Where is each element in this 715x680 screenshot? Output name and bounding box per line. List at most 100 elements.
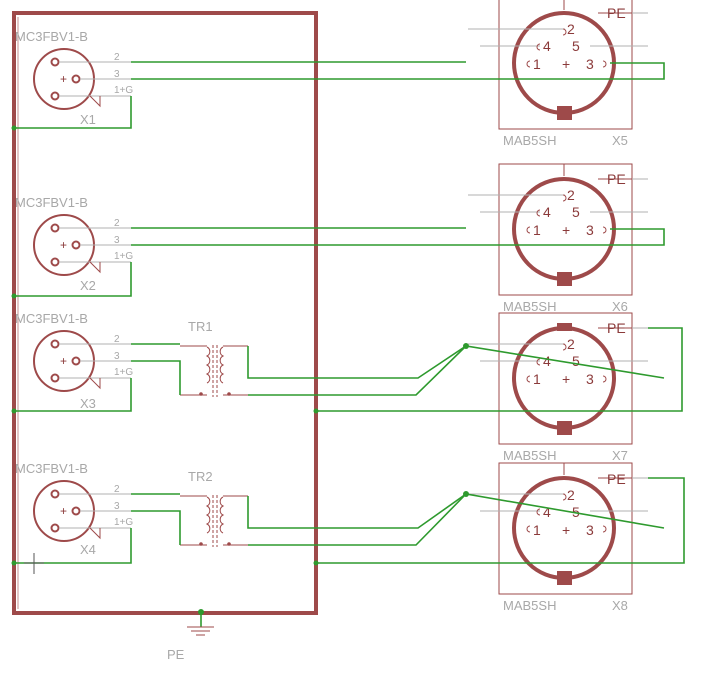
din-pin-label: 1 [533,522,541,538]
din-ref-label: X6 [612,299,628,314]
xlr-part-label: MC3FBV1-B [15,195,88,210]
din-output-x5: PE 2 4 5 1 + 3 MAB5SH X5 [468,0,648,148]
din-part-label: MAB5SH [503,448,556,463]
din-pin-label: 4 [543,353,551,369]
pin-label: 1+G [114,251,133,262]
wire [316,327,683,412]
pin-dot [50,257,60,267]
xlr-input-x2: MC3FBV1-B + 2 3 1+G X2 [15,195,133,293]
din-pin-label: 5 [572,504,580,520]
din-pin-label: 2 [567,487,575,503]
wire [316,477,685,564]
pin-label: 3 [114,501,120,512]
transformer-label: TR2 [188,469,213,484]
pe-label: PE [607,471,626,487]
din-pin-label: + [562,371,570,387]
ground-symbol [187,609,214,636]
wire [248,493,467,546]
pe-label: PE [607,320,626,336]
din-pin-label: 5 [572,38,580,54]
xlr-ref-label: X4 [80,542,96,557]
pin-label: 3 [114,69,120,80]
transformer-tr2: TR2 [180,469,248,547]
xlr-ref-label: X1 [80,112,96,127]
din-pin-label: 3 [586,522,594,538]
din-pin-label: 2 [567,336,575,352]
din-output-x8: PE 2 4 5 1 + 3 MAB5SH X8 [468,462,648,613]
pin-dot [71,506,81,516]
pin-dot [71,240,81,250]
wire [131,228,665,246]
din-part-label: MAB5SH [503,299,556,314]
din-ref-label: X5 [612,133,628,148]
pin-dot [50,489,60,499]
wire [14,262,132,297]
pin-dot [50,223,60,233]
din-pin-label: 4 [543,38,551,54]
xlr-part-label: MC3FBV1-B [15,311,88,326]
pin-dot [71,356,81,366]
pin-dot [50,57,60,67]
svg-text:+: + [60,354,67,368]
wire [14,96,132,129]
pe-label: PE [607,5,626,21]
enclosure-frame [12,11,318,615]
din-pin-label: 5 [572,204,580,220]
din-pin-label: 1 [533,371,541,387]
din-pin-label: 3 [586,371,594,387]
pin-dot [71,74,81,84]
din-ref-label: X7 [612,448,628,463]
xlr-part-label: MC3FBV1-B [15,461,88,476]
wire [248,345,467,396]
xlr-ref-label: X2 [80,278,96,293]
wires [11,61,685,566]
pin-label: 3 [114,351,120,362]
pin-dot [50,91,60,101]
wire [14,378,132,412]
din-pin-label: 3 [586,56,594,72]
din-output-x7: PE 2 4 5 1 + 3 MAB5SH X7 [468,312,648,463]
xlr-input-x4: MC3FBV1-B + 2 3 1+G X4 [15,461,133,557]
ground-label: PE [167,647,185,662]
xlr-part-label: MC3FBV1-B [15,29,88,44]
din-ref-label: X8 [612,598,628,613]
pin-label: 2 [114,218,120,229]
pin-dot [50,523,60,533]
wire [131,62,665,80]
svg-text:+: + [60,504,67,518]
din-output-x6: PE 2 4 5 1 + 3 MAB5SH X6 [468,163,648,314]
din-part-label: MAB5SH [503,133,556,148]
din-pin-label: 5 [572,353,580,369]
din-pin-label: 4 [543,204,551,220]
din-pin-label: 2 [567,187,575,203]
transformer-label: TR1 [188,319,213,334]
pe-label: PE [607,171,626,187]
din-pin-label: + [562,522,570,538]
xlr-ref-label: X3 [80,396,96,411]
xlr-input-x3: MC3FBV1-B + 2 3 1+G X3 [15,311,133,411]
cursor-crosshair-icon [24,553,44,574]
wire [247,345,665,379]
transformer-tr1: TR1 [180,319,248,397]
pin-label: 2 [114,334,120,345]
din-pin-label: 4 [543,504,551,520]
wire [14,528,132,564]
wire [131,510,181,545]
pin-dot [50,373,60,383]
pin-label: 2 [114,484,120,495]
din-pin-label: 2 [567,21,575,37]
pin-label: 1+G [114,367,133,378]
pin-label: 2 [114,52,120,63]
din-pin-label: + [562,222,570,238]
din-pin-label: 1 [533,222,541,238]
pin-dot [50,339,60,349]
svg-text:+: + [60,238,67,252]
svg-text:+: + [60,72,67,86]
wire [131,360,181,395]
din-pin-label: 3 [586,222,594,238]
pin-label: 3 [114,235,120,246]
din-part-label: MAB5SH [503,598,556,613]
din-pin-label: + [562,56,570,72]
pin-label: 1+G [114,517,133,528]
